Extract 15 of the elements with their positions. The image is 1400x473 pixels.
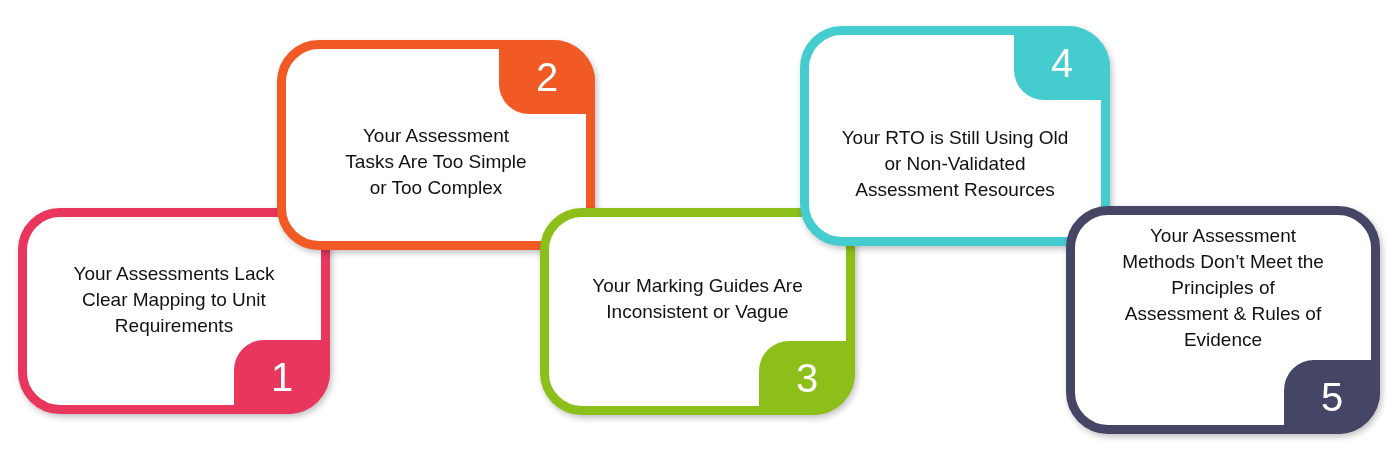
- step-text: Your Assessments Lack Clear Mapping to Unit Requirements: [72, 262, 276, 338]
- step-number: 4: [1014, 26, 1110, 100]
- step-text: Your Assessment Tasks Are Too Simple or Too Complex: [344, 124, 528, 200]
- step-card: [800, 26, 1110, 246]
- step-text: Your Marking Guides Are Inconsistent or Vague: [591, 274, 804, 324]
- step-card: [18, 208, 330, 414]
- step-number: 2: [499, 40, 595, 114]
- step-number: 3: [759, 341, 855, 415]
- step-text: Your RTO is Still Using Old or Non-Validated Assessment Resources: [840, 126, 1070, 202]
- step-text: Your Assessment Methods Don’t Meet the Principles of Assessment & Rules of Evidence: [1121, 224, 1325, 352]
- step-card: [540, 208, 855, 415]
- step-card: [1066, 206, 1380, 434]
- step-card: [277, 40, 595, 250]
- step-number: 1: [234, 340, 330, 414]
- step-number: 5: [1284, 360, 1380, 434]
